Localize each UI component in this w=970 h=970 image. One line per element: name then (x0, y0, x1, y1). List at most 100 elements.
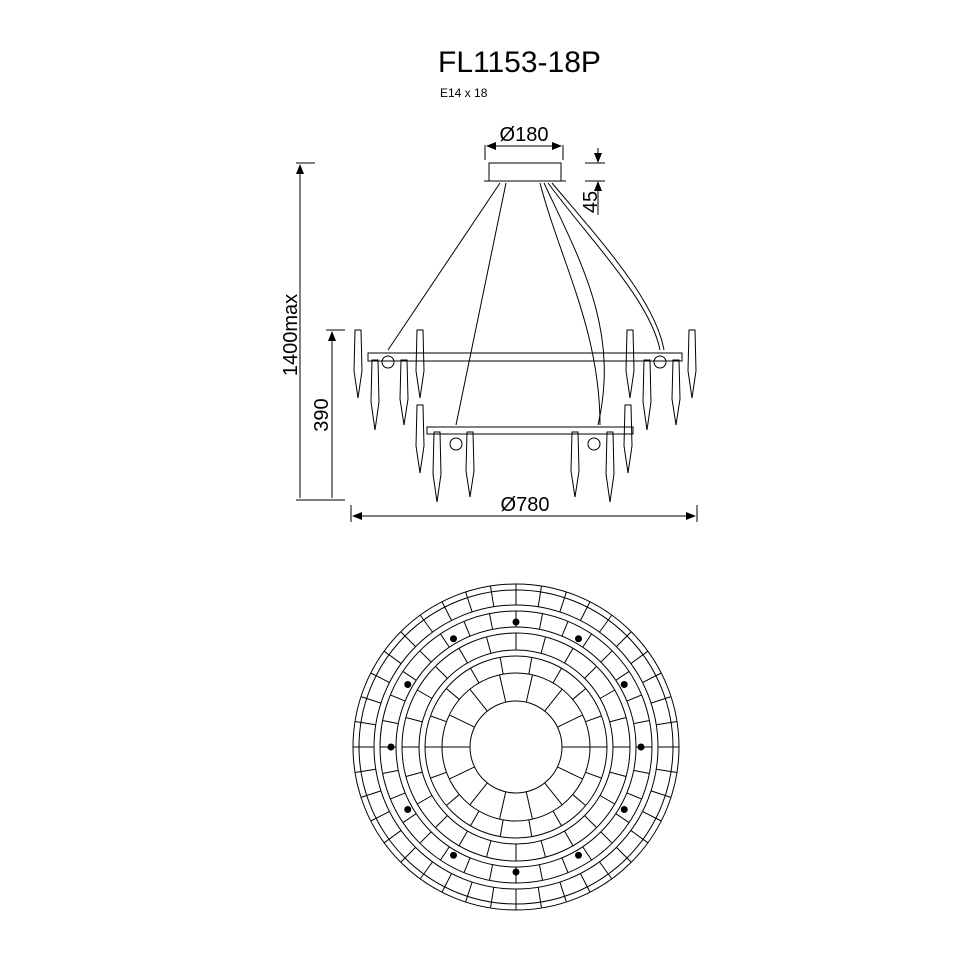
crystal-segment (490, 887, 495, 909)
crystal-segment (470, 810, 480, 827)
crystal-drop (370, 359, 380, 431)
crystal-segment (390, 792, 406, 800)
crystal-segment (525, 674, 533, 703)
bulb-socket (450, 635, 457, 643)
crystal-drop (415, 404, 425, 474)
crystal-segment (557, 766, 583, 780)
lamp-spec: E14 x 18 (440, 86, 488, 100)
crystal-segment (626, 694, 642, 702)
upper-ring (367, 352, 683, 362)
crystal-drop (625, 329, 635, 399)
crystal-segment (557, 714, 583, 728)
crystal-segment (656, 721, 678, 726)
bulb-socket (575, 635, 582, 643)
crystal-segment (354, 721, 376, 726)
bulb-socket (620, 806, 628, 813)
cable (543, 182, 605, 426)
crystal-segment (435, 815, 448, 828)
crystal-drop (671, 359, 681, 426)
crystal-segment (419, 650, 432, 663)
model-title: FL1153-18P (438, 46, 601, 79)
crystal-segment (458, 830, 468, 846)
crystal-segment (609, 771, 627, 777)
crystal-segment (440, 846, 450, 861)
crystal-segment (537, 585, 542, 607)
crystal-segment (656, 768, 678, 773)
crystal-segment (360, 696, 382, 704)
crystal-drop (570, 431, 580, 498)
crystal-drop (465, 431, 475, 498)
crystal-segment (633, 769, 650, 775)
crystal-segment (582, 846, 592, 861)
bulb-socket (387, 743, 395, 751)
crystal-segment (584, 666, 597, 679)
side-view (296, 142, 698, 522)
bulb (449, 437, 463, 451)
crystal-segment (382, 719, 399, 725)
crystal-segment (599, 795, 615, 805)
crystal-segment (469, 782, 488, 806)
crystal-segment (449, 766, 475, 780)
crystal-segment (354, 768, 376, 773)
bulb-socket (450, 851, 457, 859)
crystal-segment (544, 782, 563, 806)
crystal-segment (465, 591, 473, 613)
crystal-segment (528, 657, 533, 675)
crystal-segment (419, 861, 433, 880)
crystals (353, 329, 697, 503)
crystal-segment (564, 830, 574, 846)
crystal-segment (544, 688, 563, 712)
ring-outline (469, 700, 563, 794)
cable (547, 182, 661, 351)
crystal-segment (650, 790, 672, 798)
crystal-drop (642, 359, 652, 431)
crystal-segment (561, 857, 569, 873)
bulb (653, 355, 667, 369)
bulb-socket (575, 851, 582, 859)
bulb-socket (512, 618, 520, 626)
crystal-segment (540, 840, 546, 858)
crystal-segment (525, 791, 533, 820)
crystal-segment (616, 847, 632, 863)
crystal-segment (445, 794, 460, 806)
crystal-segment (537, 887, 542, 909)
lower-ring (426, 426, 634, 435)
crystal-segment (458, 648, 468, 664)
crystal-segment (430, 771, 447, 779)
crystal-segment (449, 714, 475, 728)
crystal-segment (499, 791, 507, 820)
top-view (352, 583, 680, 911)
crystal-segment (405, 771, 423, 777)
crystal-segment (360, 790, 382, 798)
dim-body-height: 390 (311, 398, 333, 431)
crystal-segment (564, 648, 574, 664)
cable (539, 182, 601, 426)
dim-max-height: 1400max (280, 294, 302, 376)
canopy (488, 162, 562, 182)
crystal-segment (402, 813, 417, 823)
crystal-segment (400, 847, 416, 863)
crystal-segment (582, 633, 592, 648)
crystal-segment (441, 601, 452, 621)
crystal-segment (499, 674, 507, 703)
crystal-segment (615, 671, 630, 681)
crystal-segment (572, 794, 587, 806)
crystal-segment (540, 636, 546, 654)
crystal-segment (615, 813, 630, 823)
crystal-segment (600, 831, 613, 844)
crystal-segment (445, 688, 460, 700)
crystal-segment (559, 881, 567, 903)
crystal-segment (417, 795, 433, 805)
crystal-segment (486, 636, 492, 654)
crystal-segment (488, 864, 494, 881)
crystal-segment (463, 621, 471, 637)
crystal-segment (430, 715, 447, 723)
crystal-segment (417, 689, 433, 699)
crystal-segment (650, 696, 672, 704)
crystal-segment (561, 621, 569, 637)
crystal-segment (584, 815, 597, 828)
crystal-segment (528, 819, 533, 837)
crystal-segment (469, 688, 488, 712)
crystal-segment (552, 667, 562, 684)
